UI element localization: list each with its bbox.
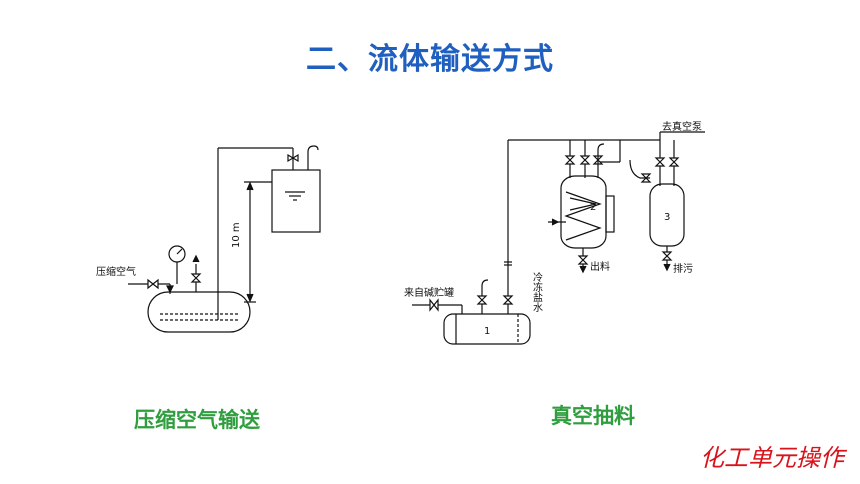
- drain-label: 排污: [673, 262, 693, 275]
- vacuum-caption: 真空抽料: [551, 404, 635, 428]
- vessel-2: [560, 175, 607, 249]
- receiver-tank: [271, 169, 321, 233]
- compressed-air-caption: 压缩空气输送: [134, 408, 260, 432]
- pressure-tank: [147, 291, 251, 333]
- height-label: 10 m: [231, 222, 242, 248]
- brine-label: 冷冻盐水: [531, 271, 543, 312]
- vessel-3-number: 3: [664, 212, 670, 223]
- alkali-tank-label: 来自碱贮罐: [404, 286, 454, 299]
- discharge-label: 出料: [590, 260, 610, 273]
- tank-1-number: 1: [484, 326, 490, 337]
- page-title: 二、流体输送方式: [306, 42, 554, 77]
- vacuum-diagram: [412, 131, 705, 345]
- vessel-2-number: 2: [590, 202, 596, 213]
- compressed-air-label: 压缩空气: [96, 265, 136, 278]
- compressed-air-diagram: [128, 145, 321, 333]
- brand-mark: 化工单元操作: [700, 444, 844, 472]
- tank-1: [443, 313, 531, 345]
- vacuum-pump-label: 去真空泵: [662, 120, 702, 133]
